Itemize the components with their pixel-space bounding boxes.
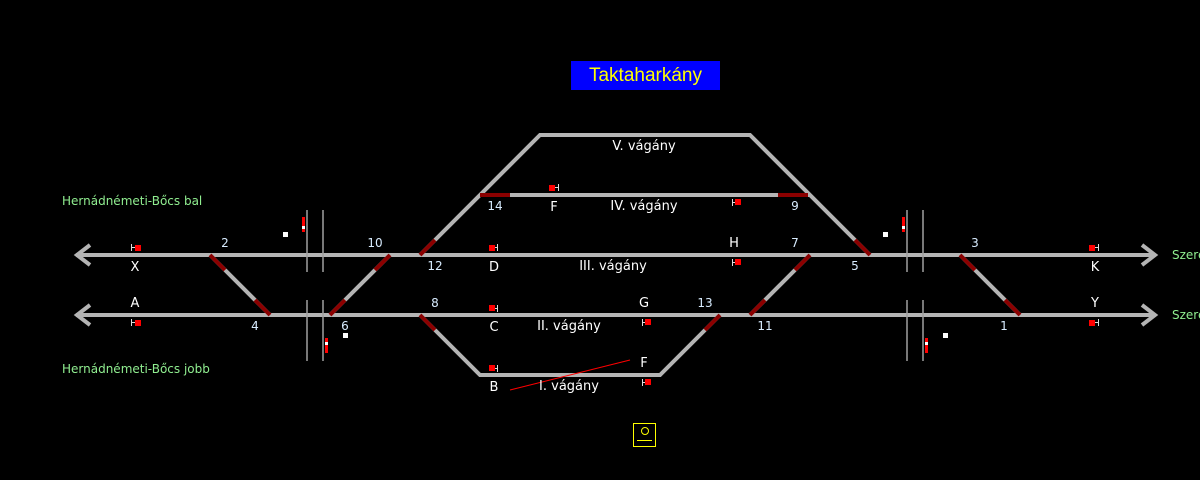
section-boundaries	[306, 210, 924, 361]
switch-label-14[interactable]: 14	[487, 199, 502, 213]
circle-icon	[641, 427, 649, 435]
arrow-left-icon	[73, 243, 92, 267]
track-label-iii: III. vágány	[579, 259, 647, 274]
signal-label-a: A	[131, 296, 140, 311]
arrow-right-icon	[1140, 303, 1159, 327]
track-label-ii: II. vágány	[537, 319, 601, 334]
signal-label-d: D	[489, 260, 499, 275]
signal-label-f: F	[550, 200, 557, 215]
switch-label-1[interactable]: 1	[1000, 319, 1008, 333]
direction-left-top: Hernádnémeti-Bőcs bal	[62, 194, 202, 208]
overview-button[interactable]	[633, 423, 656, 447]
signal-icons[interactable]	[131, 184, 1099, 386]
signal-label-g: G	[639, 296, 649, 311]
switch-label-5[interactable]: 5	[851, 259, 859, 273]
signal-label-y: Y	[1090, 296, 1099, 311]
signal-label-b: B	[490, 380, 499, 395]
switch-label-7[interactable]: 7	[791, 236, 799, 250]
direction-right-bottom: Szerencs	[1172, 308, 1200, 322]
switch-label-10[interactable]: 10	[367, 236, 382, 250]
route-line	[509, 359, 631, 391]
arrow-left-icon	[73, 303, 92, 327]
station-title: Taktaharkány	[571, 61, 720, 90]
track-label-v: V. vágány	[612, 139, 676, 154]
arrow-right-icon	[1140, 243, 1159, 267]
switch-numbers: 1 2 3 4 5 6 7 8 9 10 11 12 13 14	[221, 199, 1008, 333]
signal-label-k: K	[1091, 260, 1100, 275]
direction-left-bottom: Hernádnémeti-Bőcs jobb	[62, 362, 210, 376]
direction-right-top: Szerencs	[1172, 248, 1200, 262]
switch-label-2[interactable]: 2	[221, 236, 229, 250]
switch-label-9[interactable]: 9	[791, 199, 799, 213]
line-icon	[637, 440, 652, 441]
level-crossing-signals[interactable]	[283, 217, 948, 353]
switch-label-12[interactable]: 12	[427, 259, 442, 273]
signal-label-c: C	[489, 320, 498, 335]
signal-label-x: X	[131, 260, 140, 275]
switch-label-4[interactable]: 4	[251, 319, 259, 333]
main-tracks	[73, 243, 1159, 327]
switch-label-6[interactable]: 6	[341, 319, 349, 333]
track-label-i: I. vágány	[539, 379, 599, 394]
signal-labels: X A K Y B C D F F G H	[131, 200, 1100, 395]
switch-label-11[interactable]: 11	[757, 319, 772, 333]
signal-label-h: H	[729, 236, 739, 251]
switch-label-3[interactable]: 3	[971, 236, 979, 250]
switch-label-8[interactable]: 8	[431, 296, 439, 310]
switch-label-13[interactable]: 13	[697, 296, 712, 310]
switch-blade-indicators	[208, 193, 1022, 332]
signal-label-f-lower: F	[640, 356, 647, 371]
track-label-iv: IV. vágány	[610, 199, 677, 214]
